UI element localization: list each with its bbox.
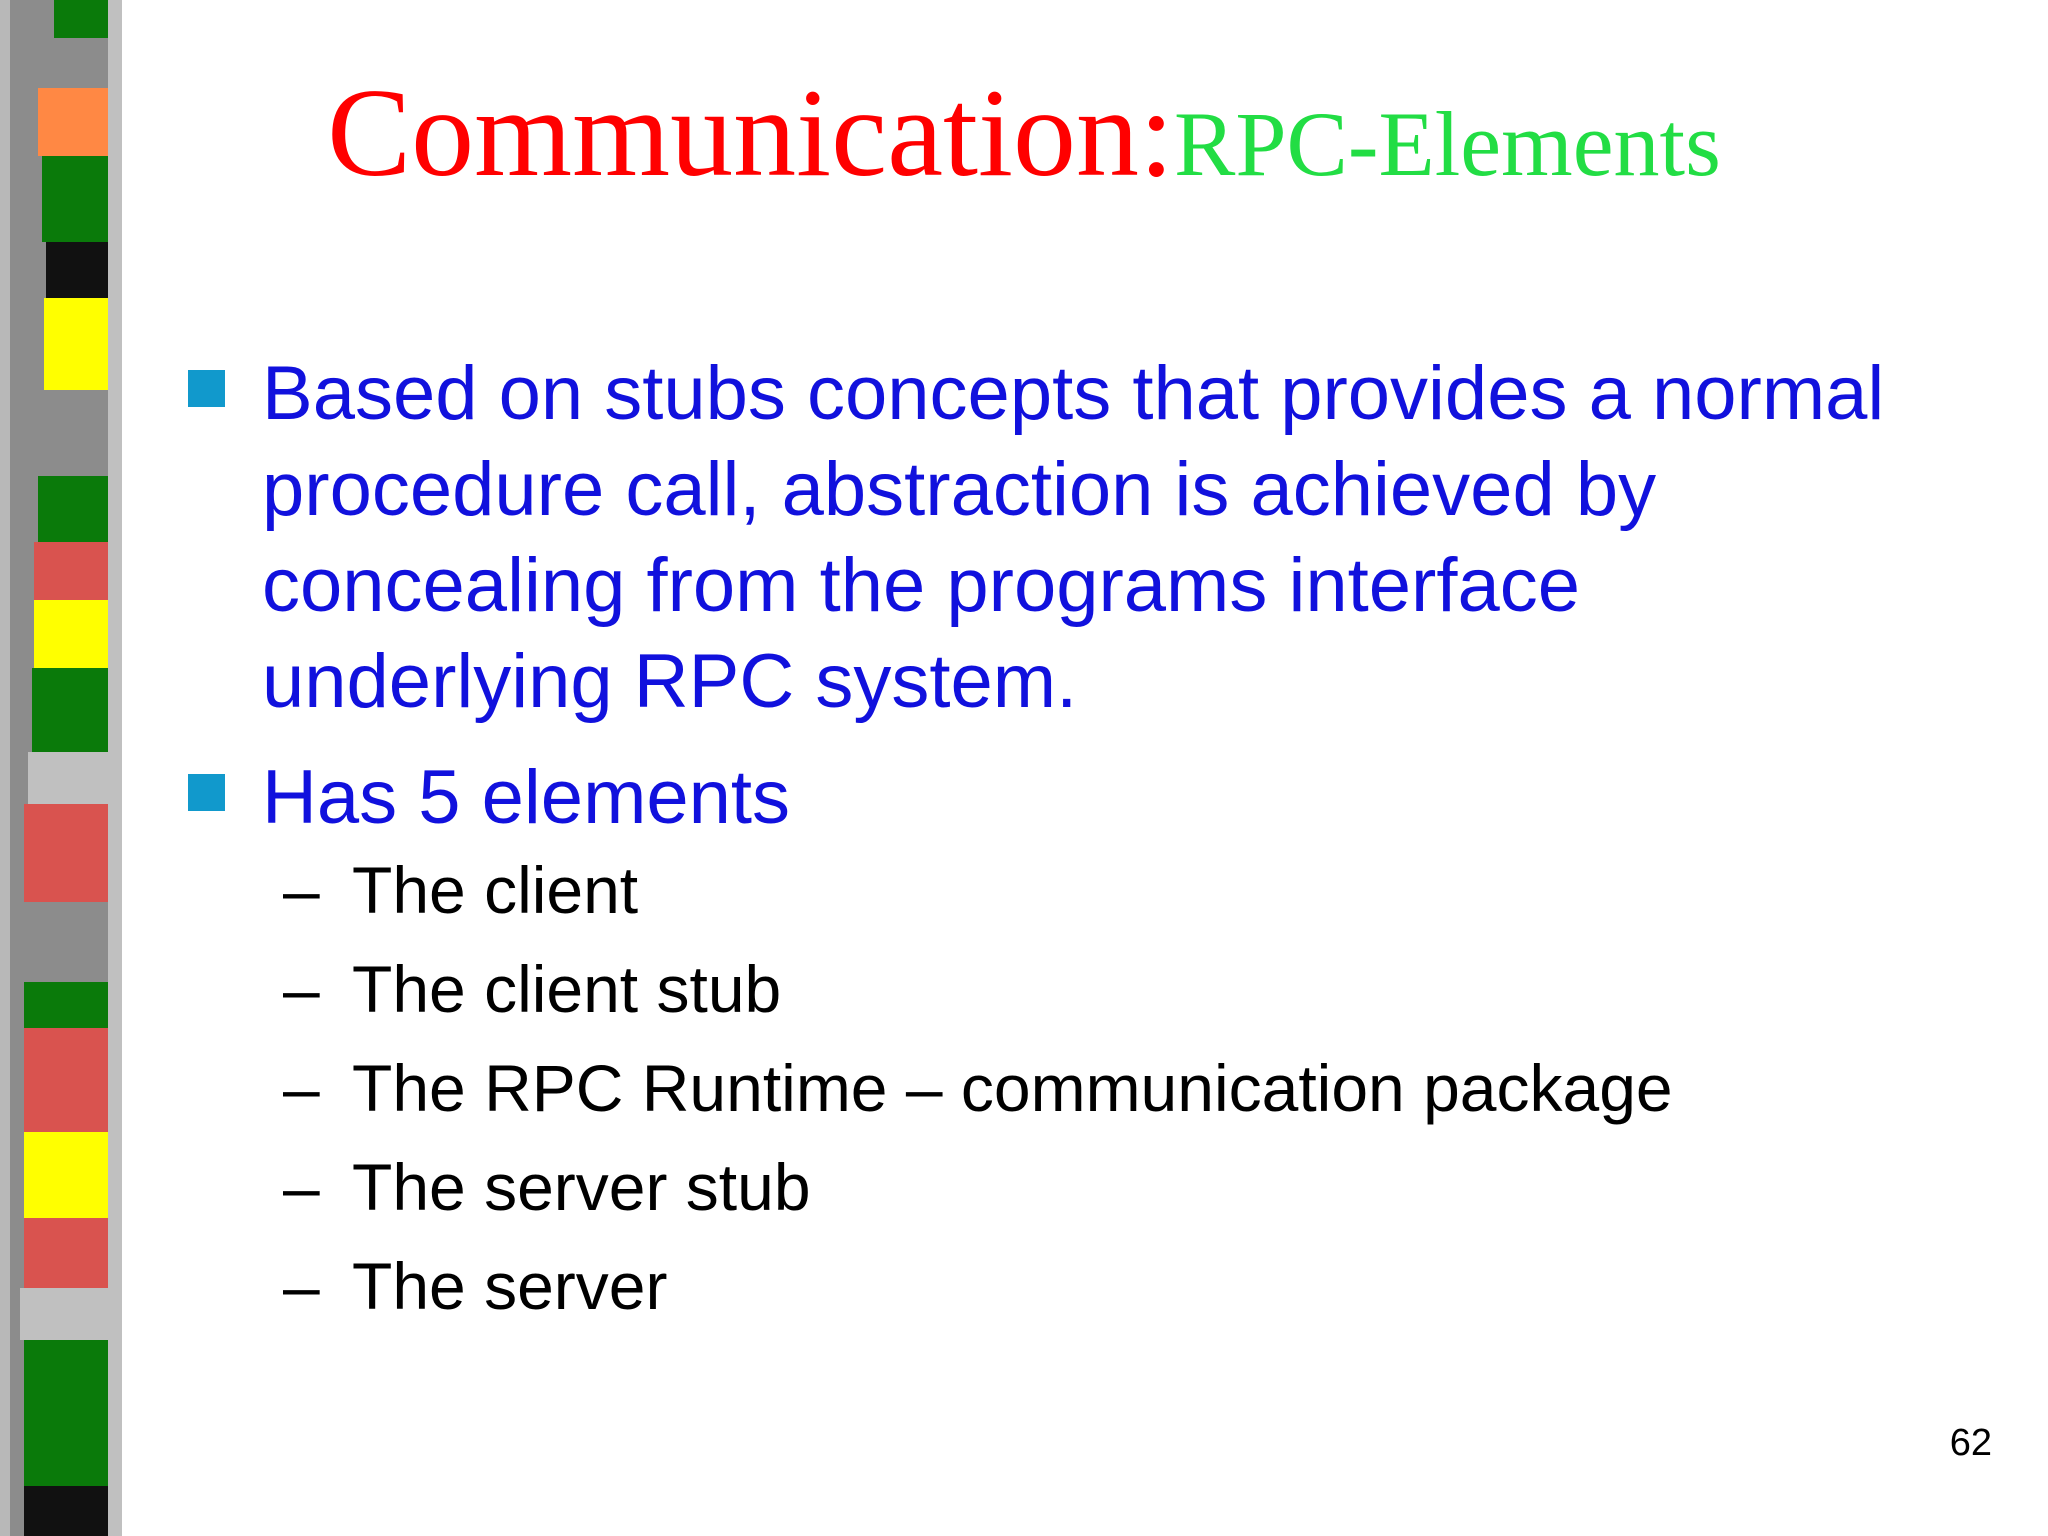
stripe-block: [32, 668, 108, 752]
square-bullet-icon: [188, 774, 225, 811]
stripe-block: [24, 1132, 118, 1218]
stripe-block: [42, 156, 108, 242]
sub-item-text: The server stub: [352, 1150, 811, 1224]
bullet-line: Based on stubs concepts that provides a …: [262, 351, 1885, 436]
stripe-block: [46, 242, 108, 298]
bullet-line: procedure call, abstraction is achieved …: [262, 447, 1657, 532]
decorative-stripe-edge: [0, 0, 10, 1536]
page-number: 62: [1949, 1422, 1992, 1464]
bullet-line: underlying RPC system.: [262, 639, 1078, 724]
stripe-block: [24, 1486, 108, 1536]
sub-item-text: The server: [352, 1249, 668, 1323]
stripe-block: [28, 752, 118, 804]
sub-item-text: The RPC Runtime – communication package: [352, 1051, 1673, 1125]
stripe-block: [34, 542, 108, 600]
dash-bullet: –: [283, 1249, 320, 1323]
stripe-block: [34, 600, 108, 668]
title-sub: RPC-Elements: [1174, 93, 1721, 195]
stripe-block: [38, 476, 108, 542]
bullet-text: Has 5 elements: [262, 750, 2022, 846]
slide-title: Communication:RPC-Elements: [0, 62, 2048, 206]
stripe-block: [20, 1288, 118, 1340]
title-main: Communication:: [327, 64, 1175, 203]
dash-bullet: –: [283, 1150, 320, 1224]
dash-bullet: –: [283, 952, 320, 1026]
stripe-block: [24, 1218, 118, 1288]
dash-bullet: –: [283, 853, 320, 927]
dash-bullet: –: [283, 1051, 320, 1125]
sub-item-text: The client: [352, 853, 639, 927]
bullet-text: Based on stubs concepts that provides a …: [262, 346, 2022, 730]
stripe-block: [24, 1340, 114, 1486]
decorative-stripe-border: [108, 0, 122, 1536]
sub-item-text: The client stub: [352, 952, 782, 1026]
square-bullet-icon: [188, 370, 225, 407]
stripe-block: [24, 982, 118, 1028]
bullet-line: concealing from the programs interface: [262, 543, 1580, 628]
stripe-block: [38, 88, 108, 156]
stripe-block: [54, 0, 108, 38]
stripe-block: [24, 1028, 118, 1132]
stripe-block: [24, 804, 108, 902]
bullet-line: Has 5 elements: [262, 755, 791, 840]
stripe-block: [44, 298, 108, 390]
decorative-color-stripe: [10, 0, 118, 1536]
